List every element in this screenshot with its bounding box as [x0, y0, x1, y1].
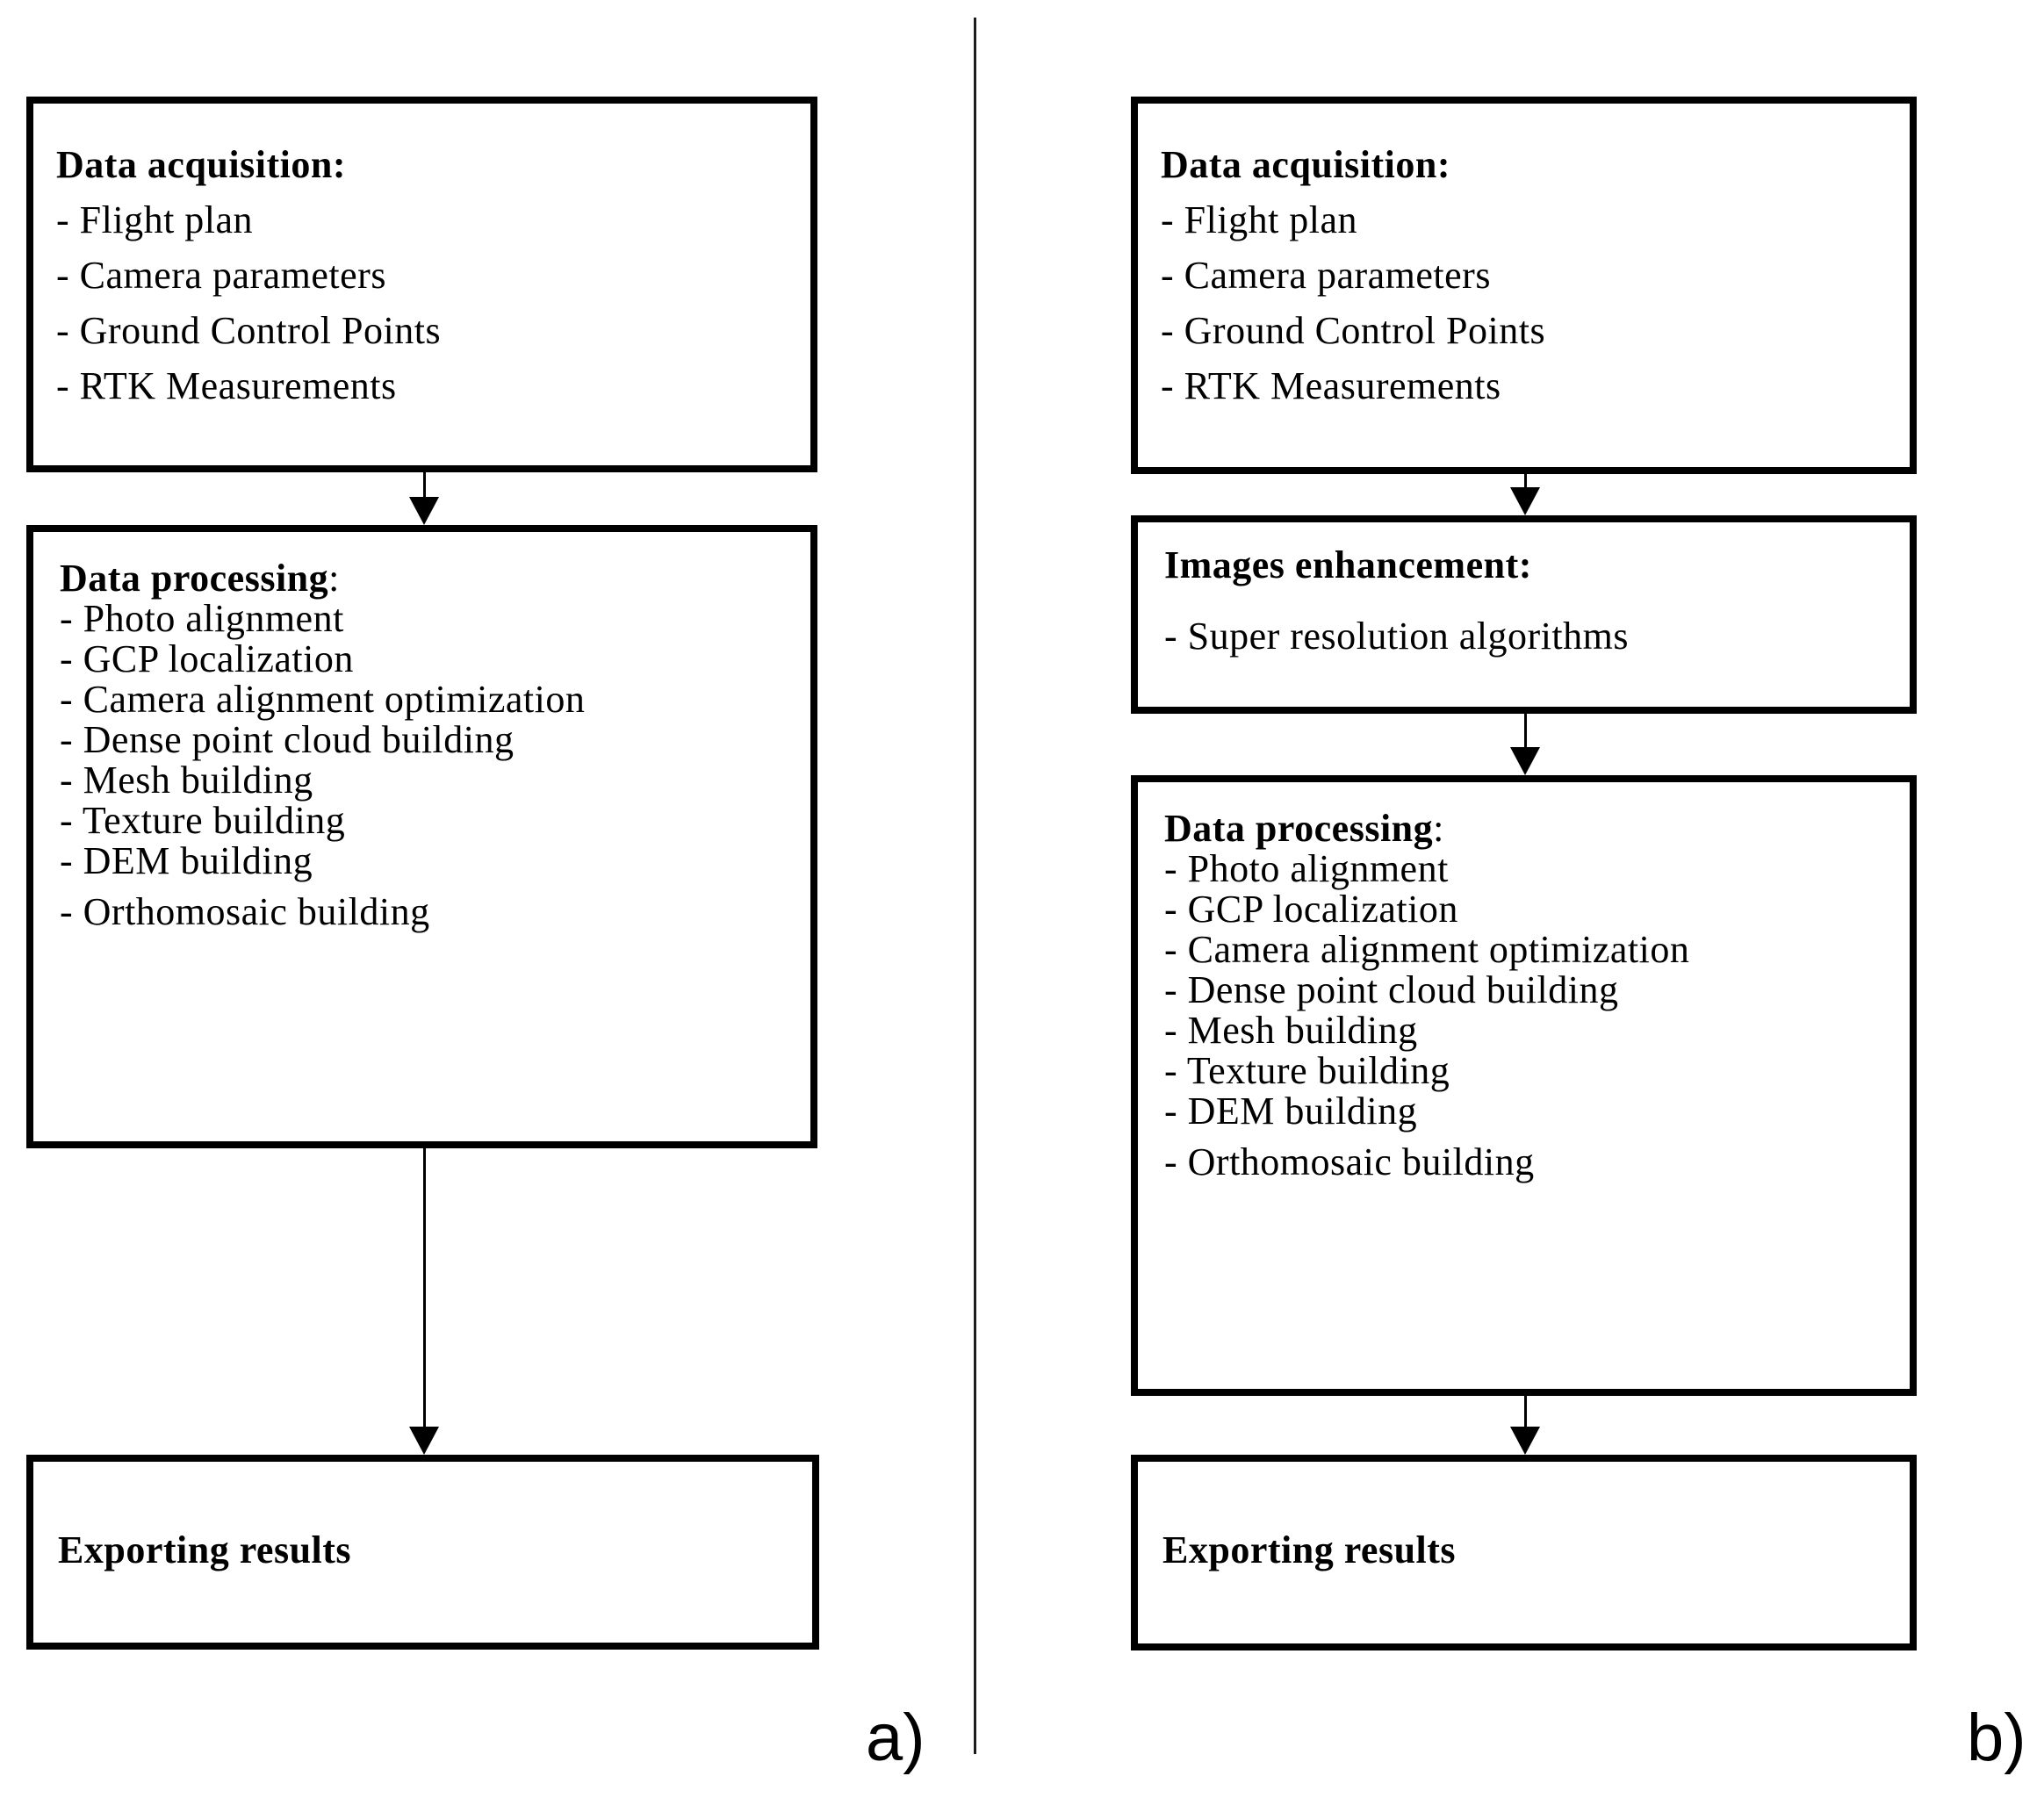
box-title: Data acquisition:: [1161, 143, 1450, 186]
flow-connector-line: [1524, 1396, 1527, 1428]
list-item: - Flight plan: [56, 198, 254, 241]
list-item: - DEM building: [60, 839, 313, 882]
box-title-colon: :: [1433, 807, 1444, 850]
box-title-bold: Data processing: [60, 557, 329, 600]
list-item: - Texture building: [1164, 1049, 1450, 1092]
list-item: - RTK Measurements: [1161, 364, 1501, 407]
arrow-down-icon: [1510, 1427, 1540, 1455]
list-item: - RTK Measurements: [56, 364, 397, 407]
flow-connector-line: [423, 472, 426, 499]
box-title-colon: :: [328, 557, 340, 600]
list-item: - Orthomosaic building: [1164, 1140, 1535, 1183]
list-item: - DEM building: [1164, 1089, 1418, 1133]
images-enhancement-box-b: Images enhancement: - Super resolution a…: [1131, 515, 1917, 714]
list-item: - Photo alignment: [1164, 847, 1449, 890]
arrow-down-icon: [409, 1427, 439, 1455]
list-item: - GCP localization: [60, 637, 354, 680]
panel-divider-line: [974, 18, 976, 1754]
list-item: - Texture building: [60, 799, 346, 842]
box-title: Exporting results: [1162, 1528, 1457, 1571]
list-item: - Camera parameters: [56, 254, 386, 297]
list-item: - Mesh building: [60, 759, 313, 802]
list-item: - Dense point cloud building: [1164, 968, 1619, 1011]
list-item: - Ground Control Points: [56, 309, 442, 352]
list-item: - Super resolution algorithms: [1164, 615, 1629, 658]
list-item: - Orthomosaic building: [60, 890, 430, 933]
data-acquisition-box-a: Data acquisition: - Flight plan - Camera…: [26, 97, 817, 472]
arrow-down-icon: [1510, 487, 1540, 515]
flow-connector-line: [1524, 474, 1527, 490]
panel-b-label: b): [1967, 1701, 2026, 1775]
list-item: - Photo alignment: [60, 597, 344, 640]
list-item: - Camera alignment optimization: [1164, 928, 1690, 971]
list-item: - Ground Control Points: [1161, 309, 1546, 352]
box-title: Data acquisition:: [56, 143, 346, 186]
list-item: - Dense point cloud building: [60, 718, 515, 761]
box-title-bold: Data processing: [1164, 807, 1434, 850]
panel-a-label: a): [866, 1701, 925, 1775]
box-title: Data processing:: [60, 558, 798, 599]
box-title: Data processing:: [1164, 809, 1897, 849]
list-item: - GCP localization: [1164, 888, 1458, 931]
list-item: - Mesh building: [1164, 1009, 1418, 1052]
data-processing-box-a: Data processing: - Photo alignment - GCP…: [26, 525, 817, 1148]
box-title: Images enhancement:: [1164, 543, 1532, 586]
list-item: - Camera alignment optimization: [60, 678, 586, 721]
data-acquisition-box-b: Data acquisition: - Flight plan - Camera…: [1131, 97, 1917, 474]
flow-connector-line: [423, 1148, 426, 1427]
flow-connector-line: [1524, 714, 1527, 749]
data-processing-box-b: Data processing: - Photo alignment - GCP…: [1131, 775, 1917, 1396]
list-item: - Camera parameters: [1161, 254, 1491, 297]
list-item: - Flight plan: [1161, 198, 1358, 241]
exporting-results-box-a: Exporting results: [26, 1455, 819, 1650]
arrow-down-icon: [1510, 747, 1540, 775]
exporting-results-box-b: Exporting results: [1131, 1455, 1917, 1650]
box-title: Exporting results: [58, 1528, 352, 1571]
arrow-down-icon: [409, 497, 439, 525]
